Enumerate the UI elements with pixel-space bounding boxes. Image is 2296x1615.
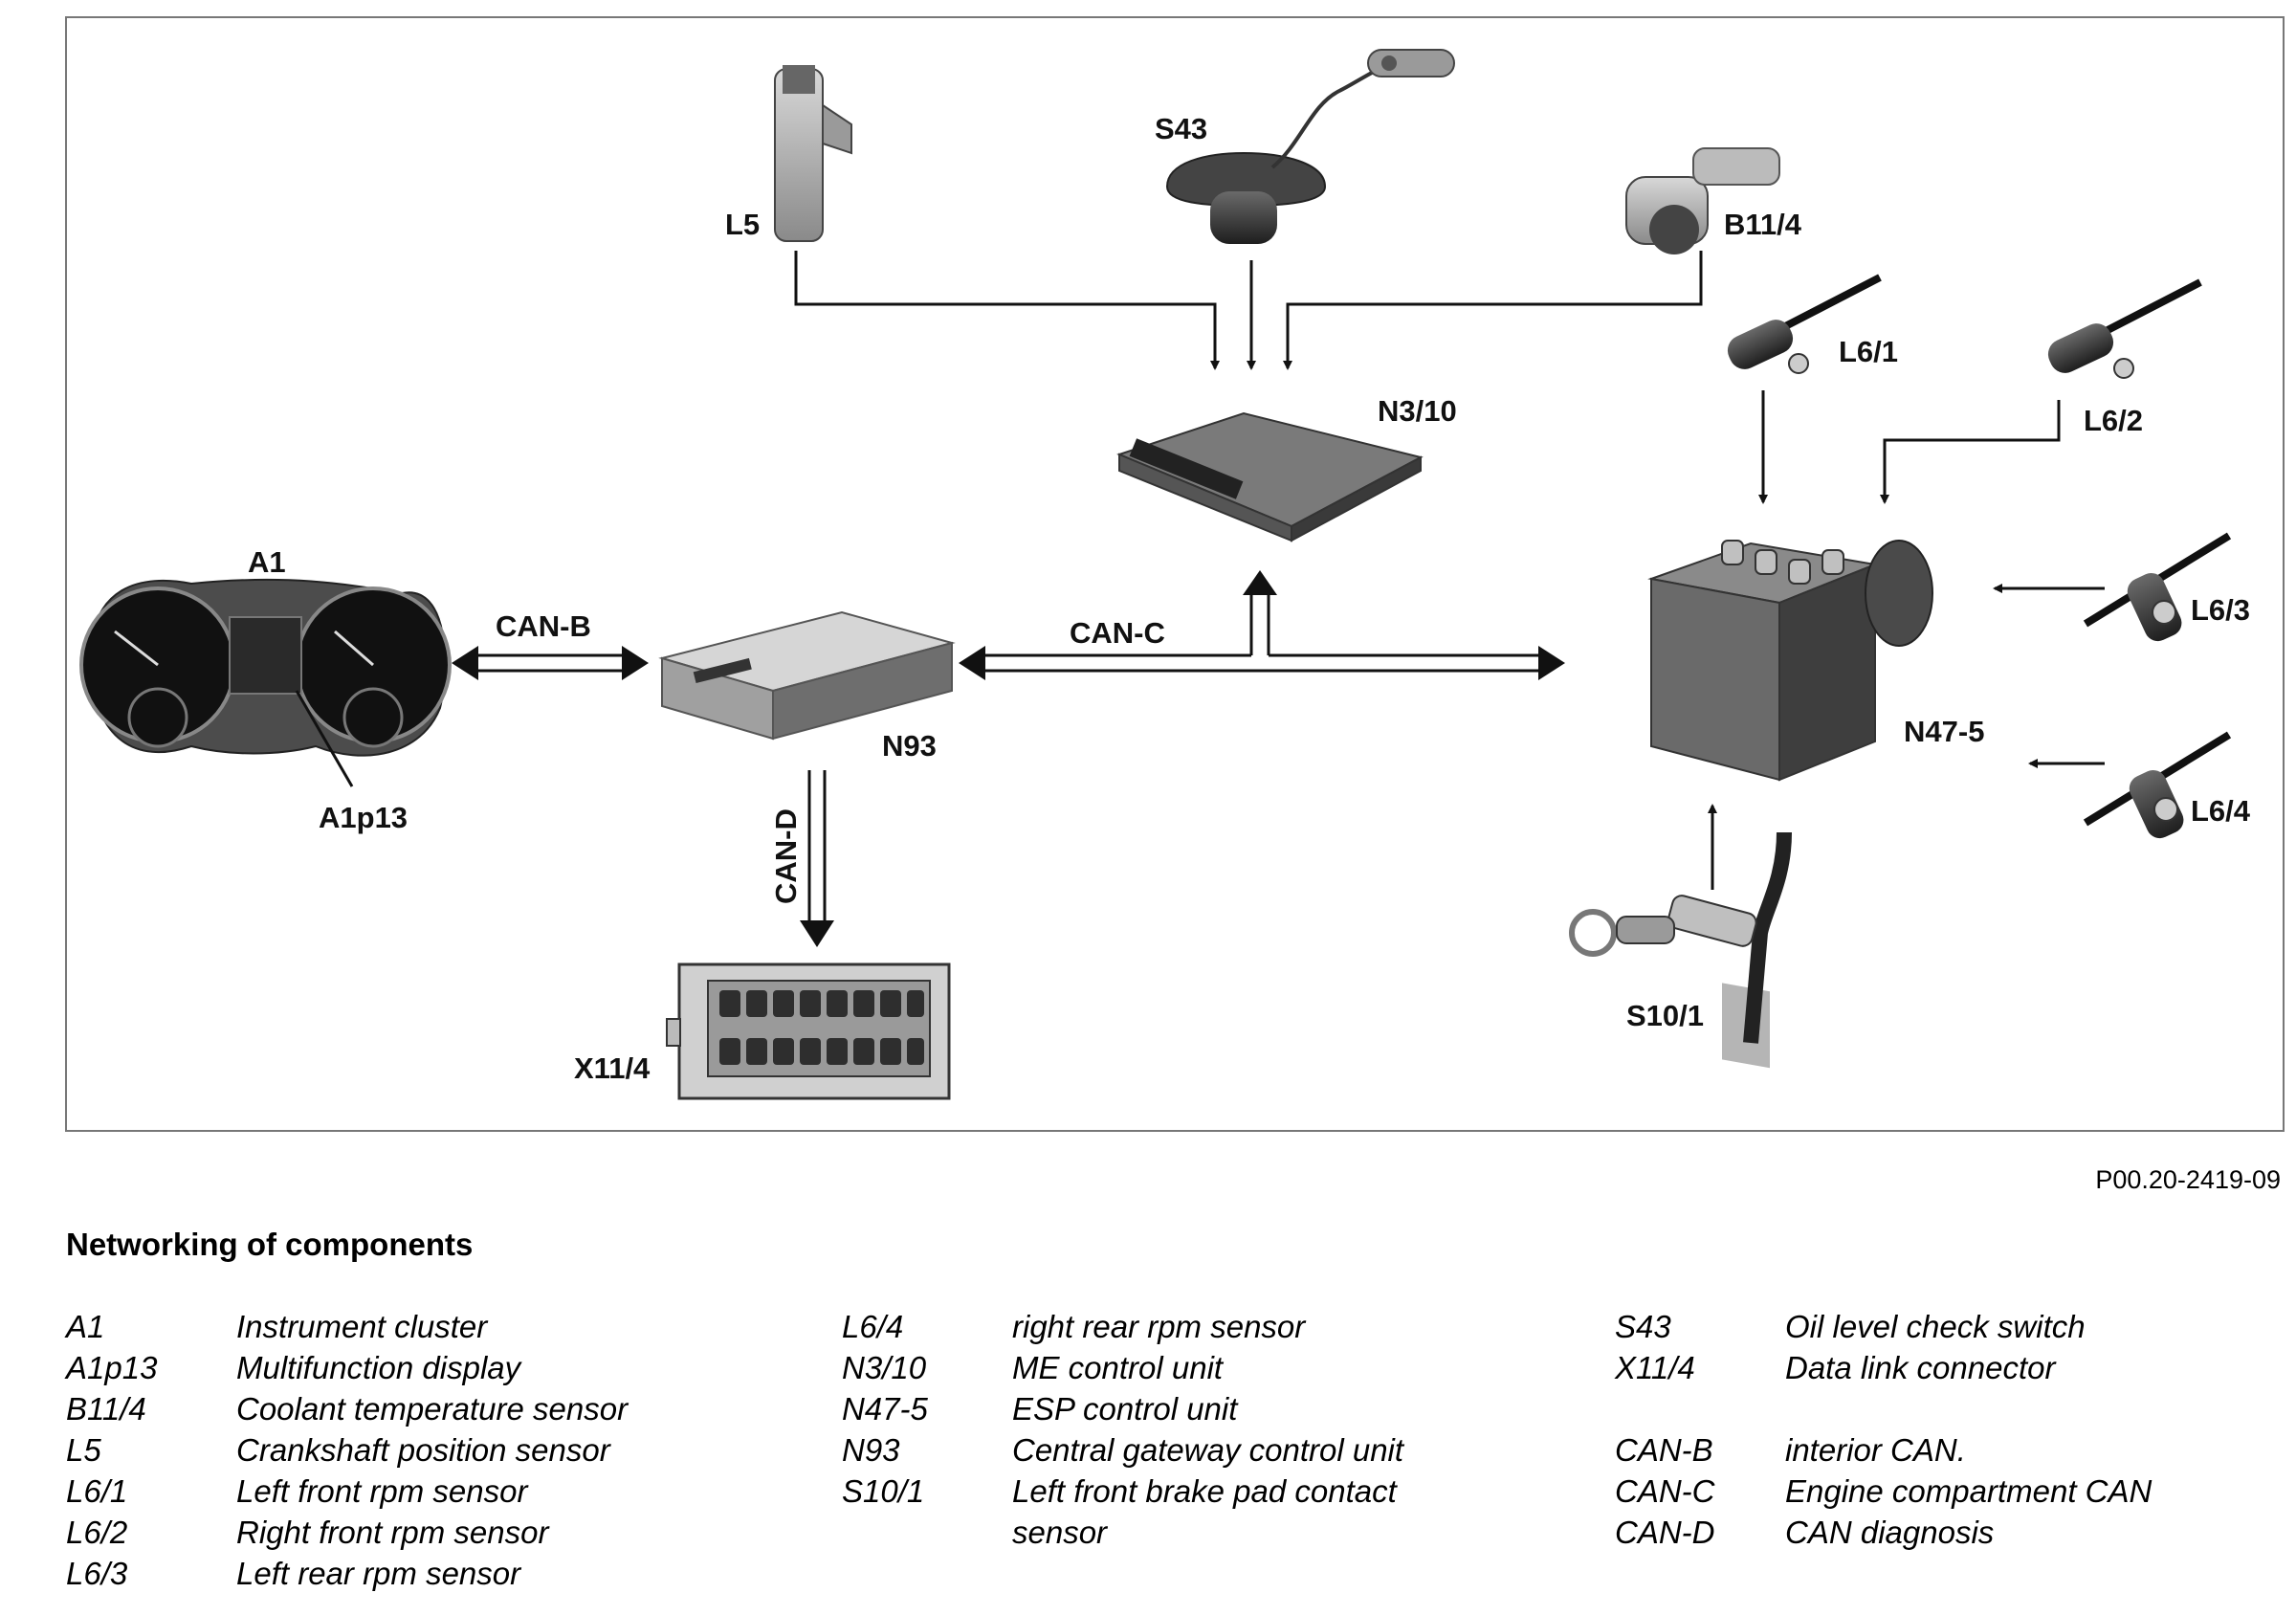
legend-code: L6/1 [66,1473,128,1509]
legend-code: N93 [842,1432,900,1468]
legend-desc: ME control unit [1012,1350,1224,1385]
l5-crankshaft-sensor-image [774,65,852,242]
legend-desc: Left front rpm sensor [236,1473,528,1509]
legend-desc: Crankshaft position sensor [236,1432,610,1468]
n93-central-gateway-image [658,610,956,741]
figure-reference-number: P00.20-2419-09 [2095,1165,2281,1194]
legend-desc: right rear rpm sensor [1012,1309,1306,1344]
legend-desc: Right front rpm sensor [236,1515,549,1550]
can-c-bus-arrow [959,570,1565,680]
label-a1p13: A1p13 [319,801,408,834]
s43-oil-level-switch-image [1165,49,1455,244]
legend-desc: Instrument cluster [236,1309,488,1344]
legend-code: S10/1 [842,1473,925,1509]
label-n47-5: N47-5 [1904,715,1984,748]
legend-code: A1 [66,1309,105,1344]
label-can-d: CAN-D [769,808,803,904]
x11-4-data-link-connector-image [666,962,951,1100]
label-n93: N93 [882,729,937,763]
legend-code: S43 [1615,1309,1671,1344]
legend-desc: ESP control unit [1012,1391,1238,1427]
legend-desc: Data link connector [1785,1350,2056,1385]
l6-2-rpm-sensor-image [2047,278,2202,379]
label-s10-1: S10/1 [1626,999,1704,1032]
b11-4-coolant-temp-sensor-image [1625,147,1780,254]
label-b11-4: B11/4 [1724,208,1802,241]
label-l5: L5 [725,208,760,241]
l6-4-rpm-sensor-image [2083,731,2232,839]
legend-code: CAN-C [1615,1473,1715,1509]
s10-1-brake-pad-sensor-image [1569,831,1792,1044]
legend-code: A1p13 [66,1350,158,1385]
legend-code: L6/4 [842,1309,904,1344]
legend-desc: Oil level check switch [1785,1309,2086,1344]
legend-desc: interior CAN. [1785,1432,1966,1468]
legend-desc: Left rear rpm sensor [236,1556,521,1591]
legend-desc: sensor [1012,1515,1108,1550]
legend-code: N47-5 [842,1391,928,1427]
label-s43: S43 [1155,112,1207,145]
legend-desc: CAN diagnosis [1785,1515,1995,1550]
legend-code: B11/4 [66,1391,146,1427]
label-l6-2: L6/2 [2084,404,2143,437]
legend-desc: Left front brake pad contact [1012,1473,1397,1509]
label-can-c: CAN-C [1070,616,1165,650]
diagram-frame [65,16,2285,1132]
legend-desc: Multifunction display [236,1350,521,1385]
legend-desc: Coolant temperature sensor [236,1391,629,1427]
n3-10-me-control-unit-image [1116,411,1424,542]
l6-3-rpm-sensor-image [2083,532,2232,642]
label-l6-3: L6/3 [2191,593,2250,627]
legend-code: CAN-D [1615,1515,1715,1550]
legend-desc: Central gateway control unit [1012,1432,1404,1468]
b11-4-to-n3-10-line [1283,251,1703,370]
label-x11-4: X11/4 [574,1051,651,1085]
l6-2-to-n47-5-line [1880,400,2061,504]
legend-code: L6/3 [66,1556,128,1591]
legend-code: X11/4 [1615,1350,1695,1385]
label-n3-10: N3/10 [1378,394,1457,428]
networking-diagram: L5 S43 B11/4 N3/10 A1 A1p13 [65,16,2285,1132]
legend-desc: Engine compartment CAN [1785,1473,2152,1509]
a1p13-pointer-line [295,690,354,787]
n47-5-esp-control-unit-image [1647,540,1933,1069]
legend-code: L6/2 [66,1515,128,1550]
legend-code: L5 [66,1432,101,1468]
legend-code: CAN-B [1615,1432,1713,1468]
a1-instrument-cluster-image [79,578,452,757]
label-l6-4: L6/4 [2191,794,2251,828]
can-d-bus-arrow [800,770,834,947]
caption-title: Networking of components [66,1227,474,1262]
legend-code: N3/10 [842,1350,927,1385]
can-b-bus-arrow [452,646,649,680]
l6-1-rpm-sensor-image [1727,274,1882,374]
l5-to-n3-10-line [794,251,1220,370]
label-l6-1: L6/1 [1839,335,1898,368]
label-can-b: CAN-B [496,609,591,643]
label-a1: A1 [248,545,286,579]
